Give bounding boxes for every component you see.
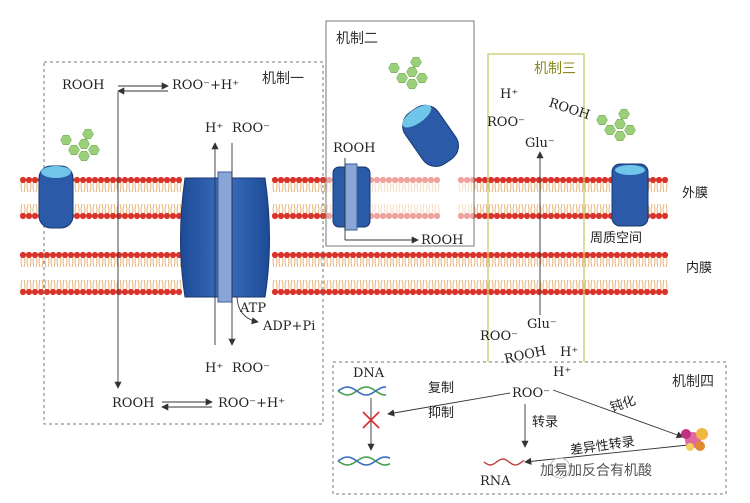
inner-membrane-label: 内膜 <box>686 261 713 276</box>
mechanism-four-title: 机制四 <box>672 374 714 390</box>
floating-channel <box>402 104 459 167</box>
roo-mech-three: ROO⁻ <box>487 115 525 130</box>
right-receptor <box>611 163 649 227</box>
roo-h-bottom: ROO⁻+H⁺ <box>218 396 286 411</box>
mechanism-four-box <box>332 361 727 495</box>
left-receptor <box>38 165 74 229</box>
atp-channel <box>180 171 270 303</box>
roo-mech-three-low: ROO⁻ <box>480 329 518 344</box>
roo-h-top: ROO⁻+H⁺ <box>172 78 240 93</box>
left-ligand-icon <box>60 128 100 162</box>
rooh-top: ROOH <box>62 78 105 93</box>
enzyme-icon <box>681 428 708 451</box>
mechanism-two-title: 机制二 <box>336 31 378 47</box>
roo-below-channel: ROO⁻ <box>232 361 270 376</box>
dna-helix-icon <box>337 386 387 396</box>
atp-label: ATP <box>240 301 267 316</box>
floating-ligand-icon <box>388 56 428 90</box>
rna-label: RNA <box>480 474 511 489</box>
h-mech-three-low-2: H⁺ <box>553 365 572 380</box>
glu-upper: Glu⁻ <box>525 136 555 151</box>
periplasm-label: 周质空间 <box>590 231 643 246</box>
outer-membrane-label: 外膜 <box>682 186 709 201</box>
mechanism-three-title: 机制三 <box>534 61 576 77</box>
adp-label: ADP+Pi <box>263 319 316 334</box>
mechanism-one-box <box>43 61 324 425</box>
h-mech-three: H⁺ <box>500 87 519 102</box>
dna-helix-copy-icon <box>337 456 391 466</box>
transcription-label: 转录 <box>532 415 559 430</box>
right-ligand-icon <box>596 108 636 142</box>
h-mech-three-low: H⁺ <box>560 345 579 360</box>
mechanism-one-title: 机制一 <box>262 71 304 87</box>
glu-lower: Glu⁻ <box>527 317 557 332</box>
roo-mech-four: ROO⁻ <box>512 386 550 401</box>
watermark-icon <box>549 457 571 479</box>
inner-membrane <box>19 251 669 296</box>
rna-strand-icon <box>483 458 525 466</box>
h-above-channel: H⁺ <box>205 121 224 136</box>
rooh-mech-two: ROOH <box>333 141 376 156</box>
mechanism-one-arrows <box>114 82 689 465</box>
dna-label: DNA <box>353 366 385 381</box>
roo-above-channel: ROO⁻ <box>232 121 270 136</box>
watermark-text: 加易加反合有机酸 <box>540 463 652 479</box>
rooh-mech-two-out: ROOH <box>421 233 464 248</box>
replication-label: 复制 <box>428 381 455 396</box>
rooh-bottom: ROOH <box>112 396 155 411</box>
inhibition-label: 抑制 <box>428 406 455 421</box>
mechanism-two-channel <box>332 163 371 231</box>
inhibition-cross-icon <box>362 411 380 429</box>
h-below-channel: H⁺ <box>205 361 224 376</box>
